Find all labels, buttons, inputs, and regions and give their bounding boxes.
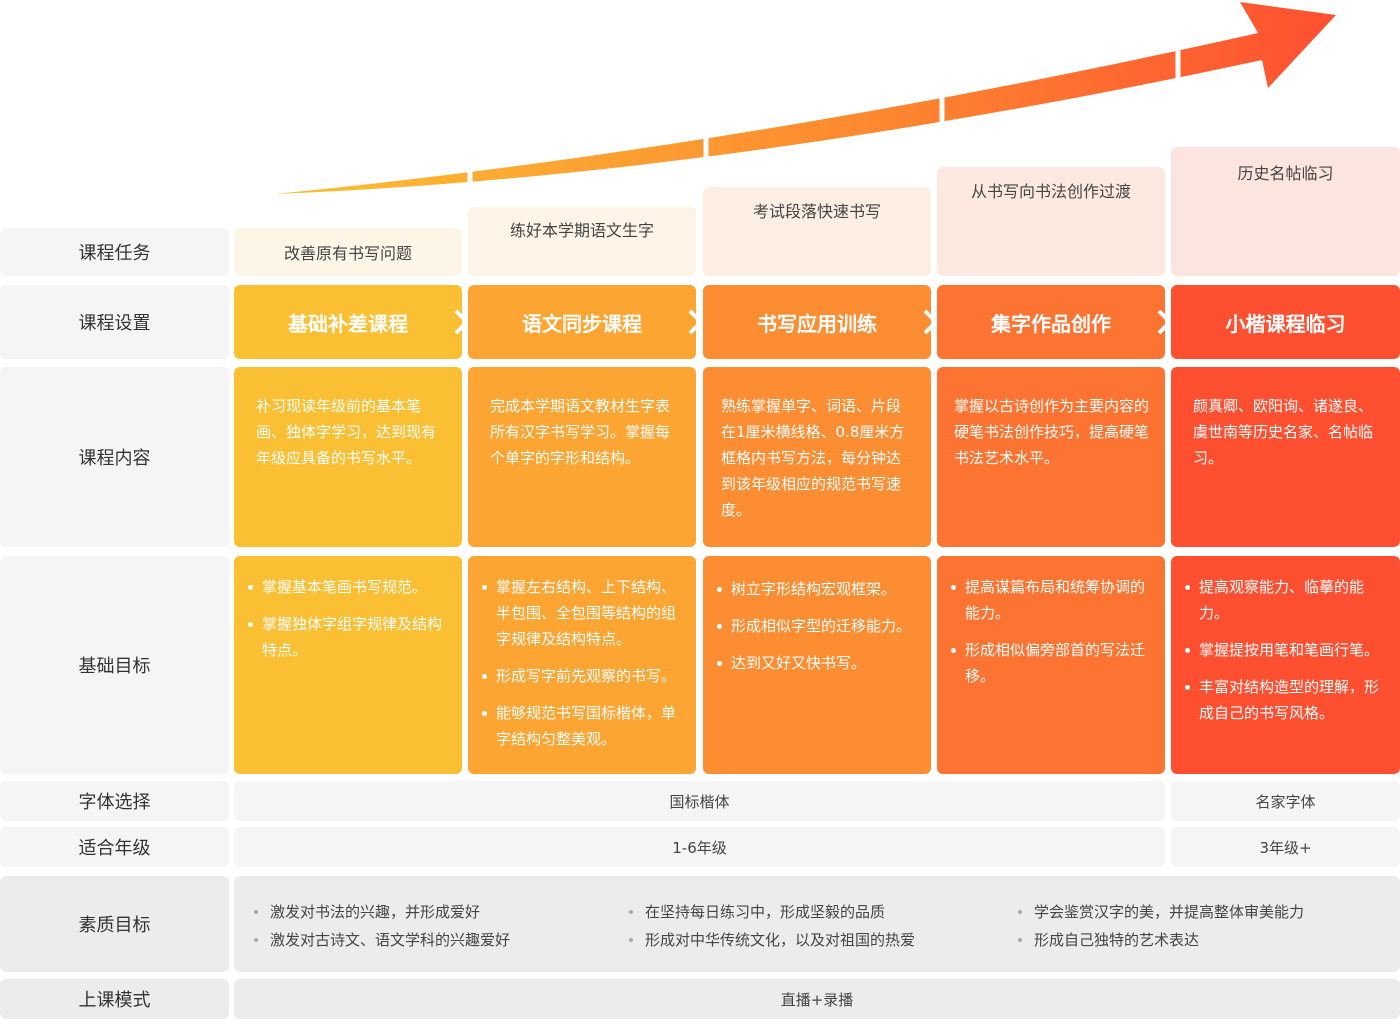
course-title: 小楷课程临习	[1225, 311, 1346, 336]
quality-item: 形成对中华传统文化，以及对祖国的热爱	[629, 926, 915, 954]
row-label-goal: 基础目标	[0, 556, 229, 774]
row-label-quality: 素质目标	[0, 876, 229, 972]
font-choice-master: 名家字体	[1171, 781, 1400, 821]
goal-item: 掌握独体字组字规律及结构特点。	[248, 611, 450, 663]
goal-item: 形成相似字型的迁移能力。	[717, 613, 919, 639]
course-title: 语文同步课程	[522, 311, 642, 336]
course-title: 集字作品创作	[991, 311, 1111, 336]
grade-standard: 1-6年级	[234, 827, 1165, 867]
goals-cell-5: 提高观察能力、临摹的能力。 掌握提按用笔和笔画行笔。 丰富对结构造型的理解，形成…	[1171, 556, 1400, 774]
task-text: 练好本学期语文生字	[509, 221, 654, 240]
goal-item: 掌握提按用笔和笔画行笔。	[1185, 637, 1388, 663]
course-cell-1: 基础补差课程	[234, 285, 470, 359]
quality-column: 激发对书法的兴趣，并形成爱好 激发对古诗文、语文学科的兴趣爱好	[254, 898, 510, 954]
content-cell-4: 掌握以古诗创作为主要内容的硬笔书法创作技巧，提高硬笔书法艺术水平。	[937, 367, 1165, 547]
quality-item: 形成自己独特的艺术表达	[1018, 926, 1304, 954]
course-cell-5: 小楷课程临习	[1171, 285, 1400, 359]
goal-item: 掌握左右结构、上下结构、半包围、全包围等结构的组字规律及结构特点。	[482, 574, 684, 652]
goal-item: 达到又好又快书写。	[717, 650, 919, 676]
course-title: 基础补差课程	[288, 311, 408, 336]
goal-item: 丰富对结构造型的理解，形成自己的书写风格。	[1185, 674, 1388, 726]
row-label-setting: 课程设置	[0, 285, 229, 359]
course-title: 书写应用训练	[757, 311, 877, 336]
quality-item: 激发对古诗文、语文学科的兴趣爱好	[254, 926, 510, 954]
content-cell-1: 补习现读年级前的基本笔画、独体字学习，达到现有年级应具备的书写水平。	[234, 367, 462, 547]
task-cell-1: 改善原有书写问题	[234, 228, 462, 276]
quality-column: 学会鉴赏汉字的美，并提高整体审美能力 形成自己独特的艺术表达	[1018, 898, 1304, 954]
goals-cell-3: 树立字形结构宏观框架。 形成相似字型的迁移能力。 达到又好又快书写。	[703, 556, 931, 774]
quality-item: 激发对书法的兴趣，并形成爱好	[254, 898, 510, 926]
grade-master: 3年级+	[1171, 827, 1400, 867]
row-label-task: 课程任务	[0, 228, 229, 276]
quality-column: 在坚持每日练习中，形成坚毅的品质 形成对中华传统文化，以及对祖国的热爱	[629, 898, 915, 954]
goal-item: 提高观察能力、临摹的能力。	[1185, 574, 1388, 626]
goal-item: 能够规范书写国标楷体，单字结构匀整美观。	[482, 700, 684, 752]
goal-item: 提高谋篇布局和统筹协调的能力。	[951, 574, 1153, 626]
goals-cell-4: 提高谋篇布局和统筹协调的能力。 形成相似偏旁部首的写法迁移。	[937, 556, 1165, 774]
goal-item: 掌握基本笔画书写规范。	[248, 574, 450, 600]
goals-cell-2: 掌握左右结构、上下结构、半包围、全包围等结构的组字规律及结构特点。 形成写字前先…	[468, 556, 696, 774]
task-text: 改善原有书写问题	[283, 244, 412, 263]
row-label-mode: 上课模式	[0, 979, 229, 1019]
course-cell-4: 集字作品创作	[937, 285, 1173, 359]
quality-item: 学会鉴赏汉字的美，并提高整体审美能力	[1018, 898, 1304, 926]
course-cell-2: 语文同步课程	[468, 285, 704, 359]
row-label-font: 字体选择	[0, 781, 229, 821]
goals-cell-1: 掌握基本笔画书写规范。 掌握独体字组字规律及结构特点。	[234, 556, 462, 774]
goal-item: 形成相似偏旁部首的写法迁移。	[951, 637, 1153, 689]
content-cell-2: 完成本学期语文教材生字表所有汉字书写学习。掌握每个单字的字形和结构。	[468, 367, 696, 547]
course-cell-3: 书写应用训练	[703, 285, 939, 359]
font-choice-standard: 国标楷体	[234, 781, 1165, 821]
task-cell-5: 历史名帖临习	[1171, 147, 1400, 276]
goal-item: 形成写字前先观察的书写。	[482, 663, 684, 689]
goal-item: 树立字形结构宏观框架。	[717, 576, 919, 602]
task-cell-3: 考试段落快速书写	[703, 187, 931, 276]
content-cell-3: 熟练掌握单字、词语、片段在1厘米横线格、0.8厘米方框格内书写方法，每分钟达到该…	[703, 367, 931, 547]
task-cell-2: 练好本学期语文生字	[468, 207, 696, 276]
class-mode: 直播+录播	[234, 979, 1400, 1019]
task-text: 从书写向书法创作过渡	[970, 182, 1131, 201]
growth-arrow	[275, 2, 1336, 195]
content-cell-5: 颜真卿、欧阳询、诸遂良、虞世南等历史名家、名帖临习。	[1171, 367, 1400, 547]
task-text: 历史名帖临习	[1237, 164, 1334, 183]
quality-goals-cell: 激发对书法的兴趣，并形成爱好 激发对古诗文、语文学科的兴趣爱好 在坚持每日练习中…	[234, 876, 1400, 972]
quality-item: 在坚持每日练习中，形成坚毅的品质	[629, 898, 915, 926]
row-label-grade: 适合年级	[0, 827, 229, 867]
row-label-content: 课程内容	[0, 367, 229, 547]
task-cell-4: 从书写向书法创作过渡	[937, 167, 1165, 276]
task-text: 考试段落快速书写	[752, 202, 881, 221]
